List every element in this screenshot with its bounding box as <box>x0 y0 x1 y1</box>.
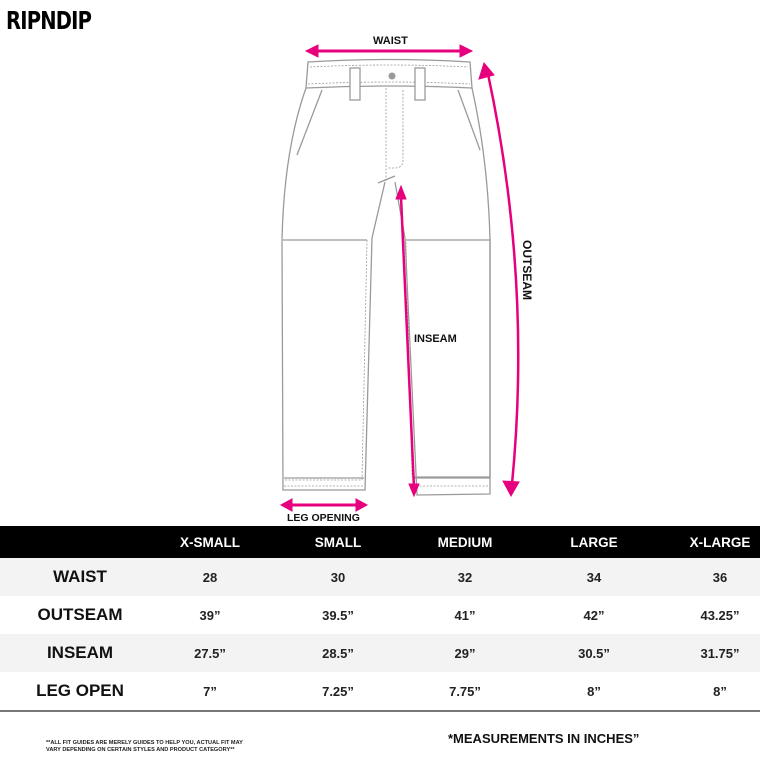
table-row-outseam: OUTSEAM 39” 39.5” 41” 42” 43.25” <box>0 596 760 634</box>
table-cell: 31.75” <box>700 645 740 661</box>
header-x-small: X-SMALL <box>180 534 240 550</box>
leg-opening-label: LEG OPENING <box>287 512 360 524</box>
table-cell: 34 <box>586 569 602 585</box>
table-cell: 7.75” <box>449 683 481 699</box>
header-large: LARGE <box>570 534 618 550</box>
table-cell: 8” <box>587 683 601 699</box>
table-cell: 32 <box>457 569 473 585</box>
table-cell: 39.5” <box>322 607 354 623</box>
table-cell: 29” <box>454 645 476 661</box>
pants-outline <box>281 58 491 496</box>
table-header-row: X-SMALL SMALL MEDIUM LARGE X-LARGE <box>0 526 760 558</box>
header-x-large: X-LARGE <box>689 534 751 550</box>
header-empty <box>0 526 160 558</box>
table-cell: 39” <box>199 607 221 623</box>
size-chart-table: X-SMALL SMALL MEDIUM LARGE X-LARGE WAIST… <box>0 526 760 712</box>
table-cell: 7.25” <box>322 683 354 699</box>
table-cell: 8” <box>713 683 727 699</box>
fit-disclaimer-line-1: **ALL FIT GUIDES ARE MERELY GUIDES TO HE… <box>46 740 243 746</box>
row-label: WAIST <box>53 567 107 586</box>
pants-illustration <box>279 44 520 512</box>
table-cell: 36 <box>712 569 728 585</box>
table-cell: 30 <box>330 569 346 585</box>
table-cell: 28.5” <box>322 645 354 661</box>
table-bottom-divider <box>0 710 760 712</box>
table-cell: 30.5” <box>578 645 610 661</box>
measurement-arrows <box>279 44 520 512</box>
brand-logo: RIPNDIP <box>6 6 92 35</box>
inseam-label: INSEAM <box>414 333 457 345</box>
table-cell: 7” <box>203 683 217 699</box>
waist-label: WAIST <box>373 35 408 47</box>
table-row-inseam: INSEAM 27.5” 28.5” 29” 30.5” 31.75” <box>0 634 760 672</box>
table-cell: 27.5” <box>194 645 226 661</box>
table-cell: 28 <box>202 569 218 585</box>
table-row-leg-open: LEG OPEN 7” 7.25” 7.75” 8” 8” <box>0 672 760 710</box>
units-note: *MEASUREMENTS IN INCHES” <box>448 731 640 746</box>
row-label: INSEAM <box>46 643 114 662</box>
table-cell: 41” <box>454 607 476 623</box>
table-row-waist: WAIST 28 30 32 34 36 <box>0 558 760 596</box>
header-medium: MEDIUM <box>437 534 493 550</box>
table-cell: 43.25” <box>700 607 740 623</box>
row-label: OUTSEAM <box>37 605 123 624</box>
header-small: SMALL <box>314 534 362 550</box>
fit-disclaimer-line-2: VARY DEPENDING ON CERTAIN STYLES AND PRO… <box>46 747 235 753</box>
table-cell: 42” <box>583 607 605 623</box>
fit-disclaimer: **ALL FIT GUIDES ARE MERELY GUIDES TO HE… <box>46 740 243 754</box>
pants-measurement-diagram: WAIST INSEAM OUTSEAM LEG OPENING <box>279 35 534 524</box>
row-label: LEG OPEN <box>36 681 124 700</box>
outseam-label: OUTSEAM <box>520 240 534 300</box>
